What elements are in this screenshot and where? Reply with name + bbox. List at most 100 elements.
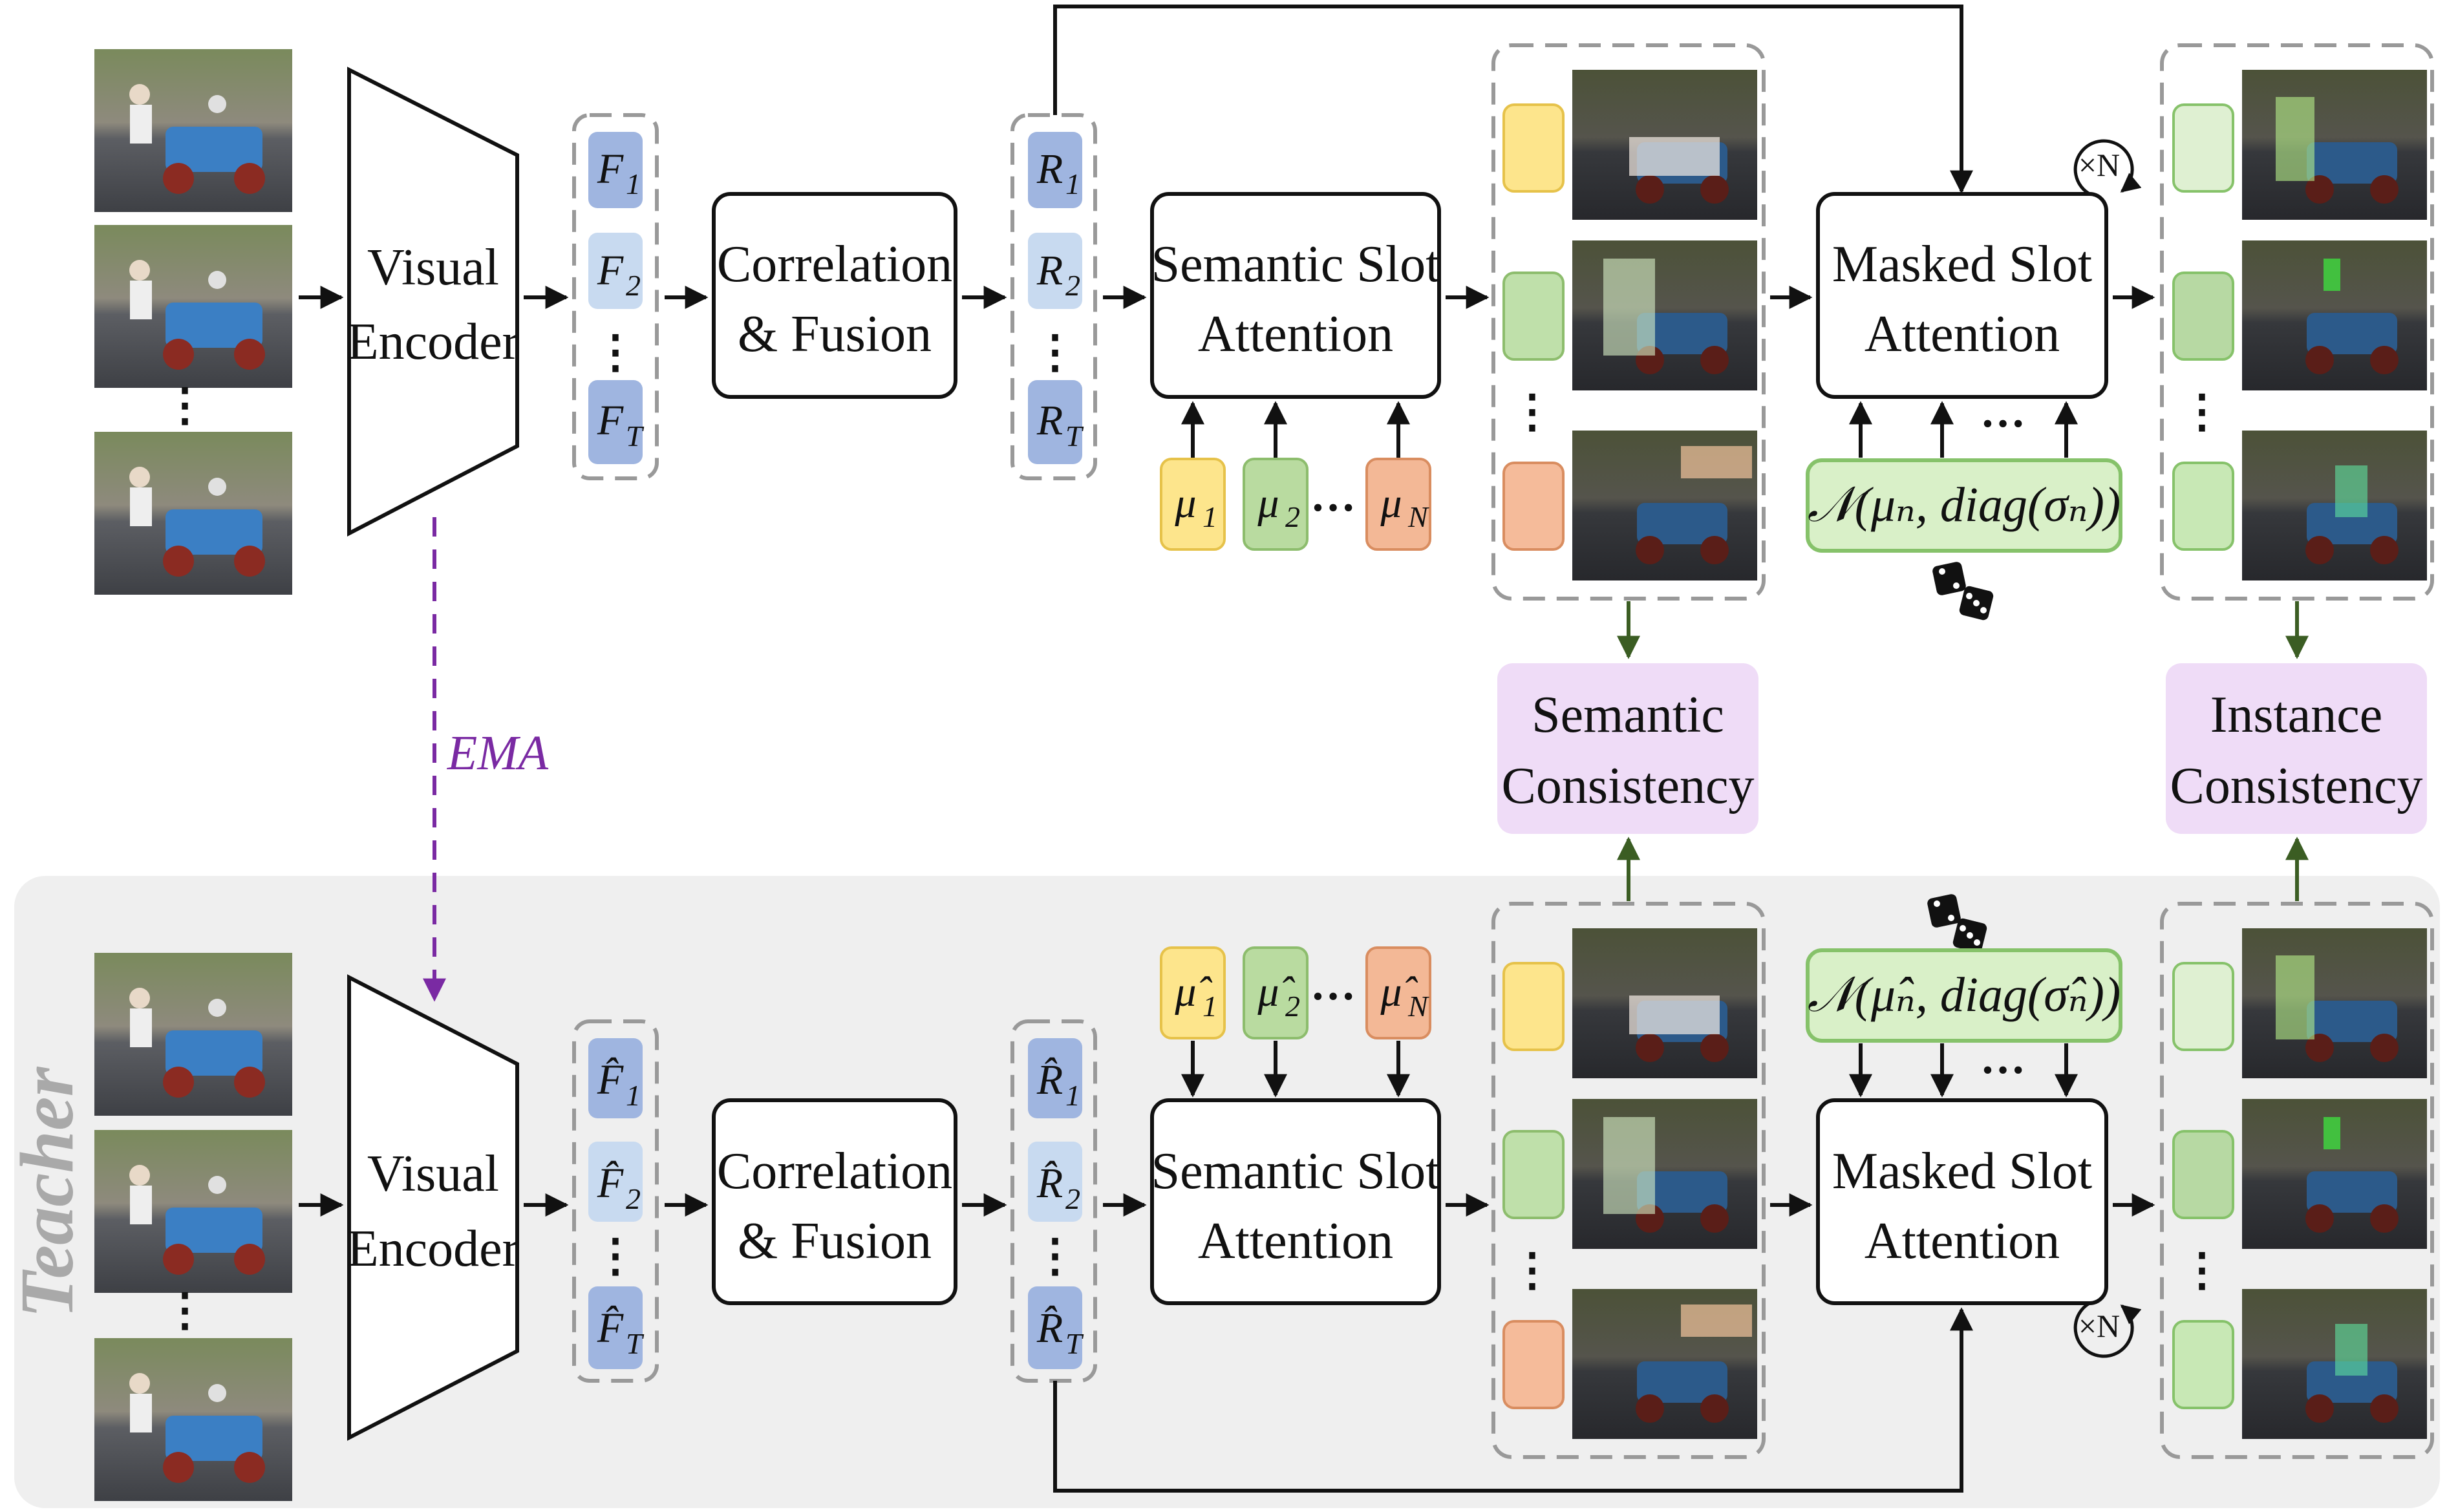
masked-slot-attention-teacher [1816, 1098, 2108, 1305]
correlation-fusion-student [712, 192, 957, 399]
semantic-slots-teacher [1491, 902, 1766, 1459]
svg-text:2: 2 [626, 1182, 641, 1215]
svg-text:R̂: R̂ [1036, 1304, 1063, 1352]
student-input-frames: ⋮ [94, 49, 292, 595]
svg-text:F: F [597, 397, 624, 444]
visual-encoder-student [347, 67, 519, 537]
teacher-label: Teacher [5, 1066, 89, 1318]
input-frame [94, 1338, 292, 1501]
svg-text:1: 1 [1065, 167, 1080, 200]
svg-text:T: T [626, 1327, 645, 1360]
encoder-label: Encoder [347, 314, 520, 370]
feature-group [572, 113, 659, 480]
correlation-group [1010, 113, 1097, 480]
svg-text:Consistency: Consistency [1501, 758, 1754, 815]
instance-slot [2172, 462, 2234, 551]
semantic-slots-student [1491, 43, 1766, 601]
slot-orange [1502, 462, 1565, 551]
instance-consistency [2166, 663, 2427, 834]
repeat-label-teacher: ×N [2078, 1308, 2120, 1344]
svg-text:Visual: Visual [367, 1145, 499, 1202]
slot-yellow [1502, 103, 1565, 193]
svg-text:⋮: ⋮ [1510, 387, 1555, 437]
svg-text:Attention: Attention [1198, 306, 1393, 363]
svg-text:R: R [1036, 247, 1063, 294]
svg-text:F: F [597, 247, 624, 294]
feature-ft [588, 380, 643, 464]
instance-slot [2172, 272, 2234, 361]
visual-encoder-teacher [347, 974, 519, 1441]
svg-text:T: T [626, 420, 645, 453]
ema-label: EMA [447, 726, 549, 780]
svg-text:μ: μ [1380, 480, 1402, 527]
correlation-fusion-teacher [712, 1098, 957, 1305]
svg-text:1: 1 [626, 167, 641, 200]
svg-text:Attention: Attention [1865, 306, 2060, 363]
svg-text:F̂: F̂ [597, 1056, 624, 1103]
svg-text:Masked Slot: Masked Slot [1832, 1143, 2092, 1200]
svg-text:𝒩(μ̂ₙ, diag(σ̂ₙ)): 𝒩(μ̂ₙ, diag(σ̂ₙ)) [1808, 968, 2121, 1022]
svg-text:⋮: ⋮ [2179, 1246, 2225, 1295]
svg-text:…: … [1980, 1034, 2025, 1083]
mu-2 [1243, 458, 1309, 551]
svg-text:F̂: F̂ [597, 1160, 624, 1207]
instance-slots-teacher [2160, 902, 2434, 1459]
svg-text:⋮: ⋮ [2179, 387, 2225, 437]
slot-mask-image [1572, 240, 1757, 390]
svg-text:1: 1 [626, 1079, 641, 1112]
semantic-slot-attention-student [1150, 192, 1441, 399]
svg-text:2: 2 [1065, 1182, 1080, 1215]
instance-slots-student [2160, 43, 2434, 601]
svg-text:F̂: F̂ [597, 1304, 624, 1352]
svg-text:F: F [597, 145, 624, 193]
svg-text:⋮: ⋮ [1510, 1246, 1555, 1295]
mu-1 [1160, 458, 1226, 551]
svg-text:𝒩(μₙ, diag(σₙ)): 𝒩(μₙ, diag(σₙ)) [1808, 478, 2121, 532]
svg-text:⋮: ⋮ [1032, 1231, 1078, 1281]
svg-text:…: … [1310, 960, 1356, 1010]
mu-n [1365, 458, 1431, 551]
svg-text:2: 2 [1285, 500, 1300, 533]
feature-f2 [588, 233, 643, 309]
svg-text:Correlation: Correlation [717, 236, 952, 293]
svg-text:…: … [1980, 387, 2025, 437]
repeat-label-student: ×N [2078, 147, 2120, 183]
svg-text:Masked Slot: Masked Slot [1832, 236, 2092, 293]
corr-r1 [1028, 132, 1082, 208]
input-frame [94, 953, 292, 1116]
feature-group-teacher [572, 1019, 659, 1383]
dice-icon [1927, 894, 1987, 953]
svg-text:T: T [1065, 1327, 1084, 1360]
input-frame [94, 1130, 292, 1293]
dice-icon [1932, 562, 1994, 621]
input-frame [94, 432, 292, 595]
corr-rt [1028, 380, 1082, 464]
semantic-slot-attention-teacher [1150, 1098, 1441, 1305]
feature-f1 [588, 132, 643, 208]
svg-text:N: N [1407, 500, 1429, 533]
svg-text:2: 2 [1065, 269, 1080, 302]
svg-text:Semantic: Semantic [1532, 687, 1724, 743]
svg-text:Instance: Instance [2210, 687, 2383, 743]
svg-text:R̂: R̂ [1036, 1160, 1063, 1207]
svg-text:& Fusion: & Fusion [738, 306, 932, 363]
instance-slot [2172, 103, 2234, 193]
input-frame [94, 225, 292, 388]
svg-text:1: 1 [1202, 500, 1217, 533]
svg-text:T: T [1065, 420, 1084, 453]
svg-text:⋮: ⋮ [593, 328, 638, 378]
svg-text:N: N [1407, 990, 1429, 1023]
svg-text:2: 2 [626, 269, 641, 302]
gaussian-sampling-student [1806, 458, 2122, 553]
svg-text:Attention: Attention [1865, 1213, 2060, 1270]
svg-text:R: R [1036, 397, 1063, 444]
svg-text:⋮: ⋮ [593, 1231, 638, 1281]
instance-mask-image [2242, 70, 2427, 220]
svg-text:μ: μ [1174, 480, 1196, 527]
svg-text:Attention: Attention [1198, 1213, 1393, 1270]
semantic-consistency [1497, 663, 1758, 834]
svg-text:R: R [1036, 145, 1063, 193]
teacher-input-frames: ⋮ [94, 953, 292, 1501]
svg-text:Consistency: Consistency [2170, 758, 2422, 815]
